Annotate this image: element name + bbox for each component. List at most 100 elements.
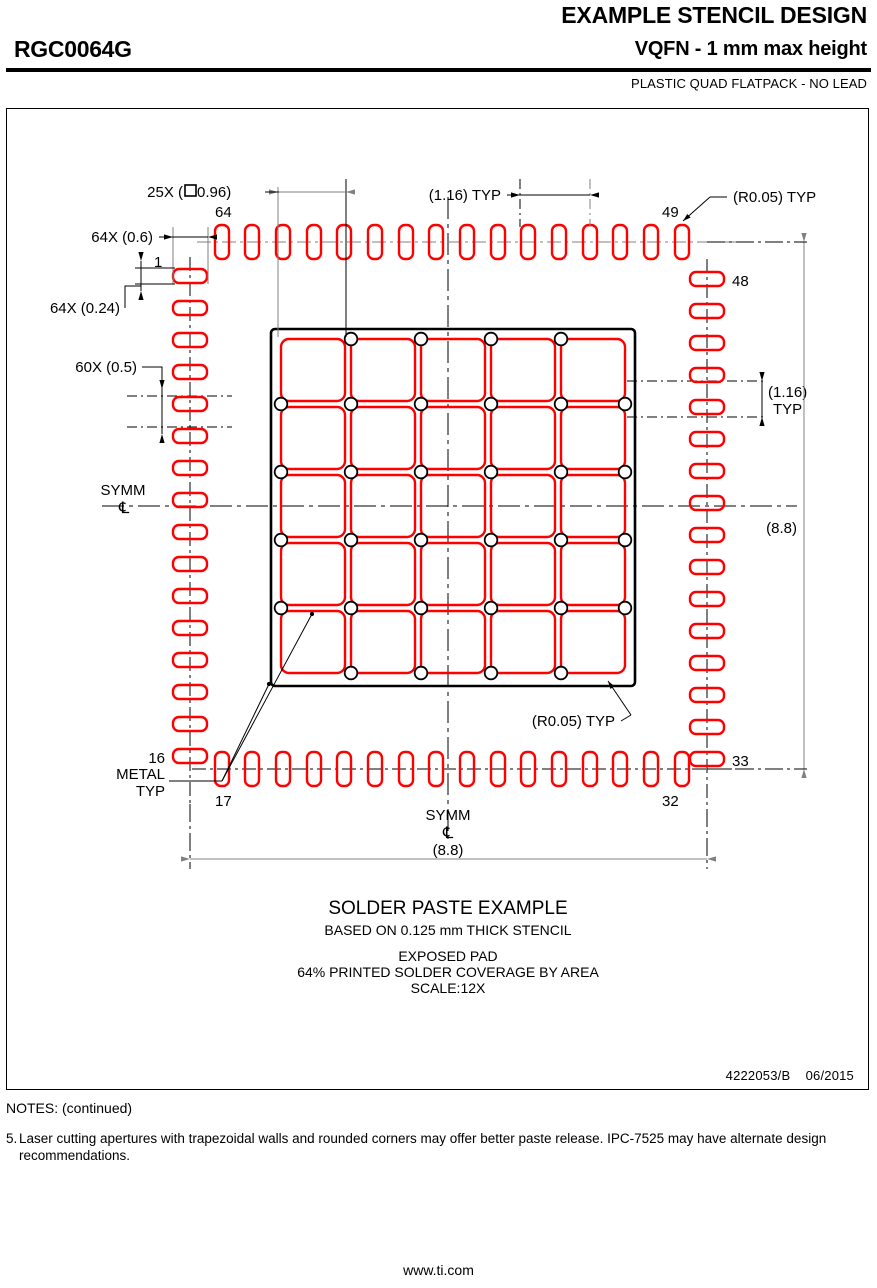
pad: [688, 590, 726, 608]
pad-row-top: [213, 223, 691, 261]
pin-label-64: 64: [215, 204, 232, 221]
aperture: [419, 609, 487, 675]
pad: [366, 223, 384, 261]
pad: [171, 523, 209, 541]
aperture: [559, 473, 627, 539]
pad: [611, 223, 629, 261]
part-number: RGC0064G: [14, 36, 132, 62]
dimension-pitch-right: (1.16) TYP: [759, 372, 807, 426]
via: [553, 396, 569, 412]
dimension-overall-height: (8.8): [707, 233, 807, 778]
pad: [171, 715, 209, 733]
pad: [688, 750, 726, 768]
symm-left-label: SYMM: [101, 482, 146, 499]
pad: [427, 223, 445, 261]
note-text: Laser cutting apertures with trapezoidal…: [19, 1131, 827, 1163]
aperture: [489, 337, 557, 403]
via: [483, 665, 499, 681]
symm-left: SYMM ℄: [101, 482, 146, 517]
pad: [688, 686, 726, 704]
note-item-5: 5. Laser cutting apertures with trapezoi…: [6, 1130, 868, 1164]
via: [617, 532, 633, 548]
aperture: [419, 405, 487, 471]
callout-metal-typ: METAL TYP: [116, 611, 315, 800]
symm-bottom-label: SYMM: [426, 807, 471, 824]
pad: [458, 750, 476, 788]
caption-line-1: SOLDER PASTE EXAMPLE: [328, 898, 567, 919]
pad: [171, 459, 209, 477]
pad: [673, 223, 691, 261]
dimension-25x-value: 0.96): [197, 184, 231, 201]
aperture: [419, 337, 487, 403]
page-title: EXAMPLE STENCIL DESIGN: [561, 2, 867, 28]
pad: [171, 651, 209, 669]
via: [343, 331, 359, 347]
aperture: [349, 405, 417, 471]
pitch-helper-lines: [127, 395, 232, 428]
aperture: [349, 609, 417, 675]
pad: [642, 750, 660, 788]
via: [483, 600, 499, 616]
pin-label-16: 16: [148, 750, 165, 767]
dimension-pitch-right-label-2: TYP: [773, 401, 802, 418]
drawing-frame: 25X ( 0.96) (1.16) TYP 64X (0.6): [6, 108, 869, 1090]
via: [483, 396, 499, 412]
solder-paste-aperture-grid: [279, 337, 627, 675]
aperture: [279, 473, 347, 539]
callout-radius-top: (R0.05) TYP: [682, 189, 816, 222]
header-divider: [6, 68, 871, 72]
dimension-pitch-60x: 60X (0.5): [75, 359, 165, 443]
via: [553, 665, 569, 681]
callout-radius-bottom: (R0.05) TYP: [532, 680, 632, 730]
pad: [688, 398, 726, 416]
aperture: [279, 609, 347, 675]
via: [413, 665, 429, 681]
package-subtitle: PLASTIC QUAD FLATPACK - NO LEAD: [631, 76, 867, 91]
pad: [673, 750, 691, 788]
caption-line-2: BASED ON 0.125 mm THICK STENCIL: [324, 922, 571, 938]
symm-bottom: SYMM ℄: [426, 807, 471, 842]
pad: [305, 750, 323, 788]
pad: [611, 750, 629, 788]
via: [343, 600, 359, 616]
aperture: [279, 405, 347, 471]
via: [273, 600, 289, 616]
pad: [688, 270, 726, 288]
via: [483, 532, 499, 548]
aperture: [419, 541, 487, 607]
pin-label-33: 33: [732, 753, 749, 770]
document-number: 4222053/B: [725, 1068, 791, 1083]
pad: [243, 223, 261, 261]
pin-label-49: 49: [662, 204, 679, 221]
via: [413, 464, 429, 480]
pad: [171, 395, 209, 413]
pad: [489, 750, 507, 788]
aperture: [559, 405, 627, 471]
caption-line-4: 64% PRINTED SOLDER COVERAGE BY AREA: [297, 964, 599, 980]
pin-label-1: 1: [154, 254, 162, 271]
centerline-symbol-bottom: ℄: [442, 825, 454, 842]
via: [483, 464, 499, 480]
pad: [688, 366, 726, 384]
aperture: [279, 541, 347, 607]
pad: [335, 750, 353, 788]
dimension-pitch-right-label-1: (1.16): [768, 384, 807, 401]
pad: [688, 622, 726, 640]
pad-row-bottom: [213, 750, 691, 788]
aperture: [559, 337, 627, 403]
via-circles: [273, 331, 633, 681]
pad: [427, 750, 445, 788]
pad: [171, 363, 209, 381]
aperture: [489, 473, 557, 539]
dimension-pad-height-64x: 64X (0.24) 1: [50, 252, 175, 317]
via: [553, 464, 569, 480]
pad: [688, 334, 726, 352]
document-date: 06/2015: [805, 1068, 854, 1083]
pad: [519, 750, 537, 788]
pad: [171, 491, 209, 509]
dimension-25x-label: 25X (: [147, 184, 183, 201]
via: [413, 600, 429, 616]
pad: [688, 526, 726, 544]
pad: [397, 750, 415, 788]
dimension-pad-width-64x: 64X (0.6): [91, 227, 217, 284]
